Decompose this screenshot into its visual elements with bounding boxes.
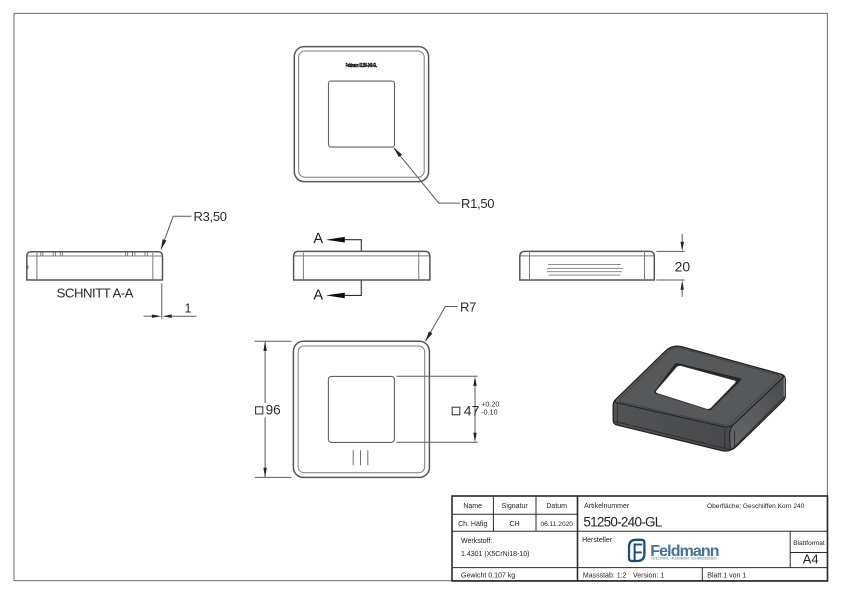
svg-text:1: 1 <box>185 301 192 315</box>
svg-text:Datum: Datum <box>546 503 567 510</box>
svg-text:Werkstoff:: Werkstoff: <box>461 538 492 545</box>
svg-text:R7: R7 <box>460 299 476 314</box>
svg-text:R1,50: R1,50 <box>461 196 494 211</box>
svg-text:Hersteller: Hersteller <box>582 537 613 544</box>
svg-text:CH: CH <box>510 521 520 528</box>
svg-text:+0.20: +0.20 <box>481 402 499 409</box>
svg-text:96: 96 <box>266 403 281 418</box>
svg-text:R3,50: R3,50 <box>194 209 227 224</box>
svg-text:Feldmann 51250-240-GL: Feldmann 51250-240-GL <box>346 63 378 69</box>
svg-text:47: 47 <box>464 403 480 419</box>
svg-text:Blattformat: Blattformat <box>793 540 825 547</box>
svg-text:Ch. Häfig: Ch. Häfig <box>458 521 487 528</box>
svg-text:EDELSTAHL - ALUMINIUM - SCHMIE: EDELSTAHL - ALUMINIUM - SCHMIEDEEISEN <box>652 557 717 561</box>
svg-text:A4: A4 <box>803 551 819 566</box>
svg-text:Signatur: Signatur <box>502 503 529 510</box>
svg-text:Name: Name <box>463 503 482 510</box>
svg-text:Blatt 1 von 1: Blatt 1 von 1 <box>707 572 746 579</box>
svg-text:1.4301 (X5CrNi18-10): 1.4301 (X5CrNi18-10) <box>461 551 529 558</box>
svg-text:-0.10: -0.10 <box>481 409 497 416</box>
svg-text:Gewicht 0.107 kg: Gewicht 0.107 kg <box>461 572 515 579</box>
svg-text:Oberfläche: Geschliffen Korn: Oberfläche: Geschliffen Korn 240 <box>707 503 805 510</box>
svg-text:Version: 1: Version: 1 <box>633 572 664 579</box>
svg-text:SCHNITT A-A: SCHNITT A-A <box>57 285 134 300</box>
svg-text:A: A <box>313 288 323 304</box>
svg-text:Feldmann: Feldmann <box>650 543 718 560</box>
svg-text:06.11.2020: 06.11.2020 <box>540 521 573 528</box>
svg-text:Artikelnummer: Artikelnummer <box>584 503 630 510</box>
svg-text:51250-240-GL: 51250-240-GL <box>583 514 662 529</box>
svg-text:Massstab: 1:2: Massstab: 1:2 <box>583 572 627 579</box>
svg-text:20: 20 <box>675 258 691 274</box>
svg-text:A: A <box>313 231 323 247</box>
